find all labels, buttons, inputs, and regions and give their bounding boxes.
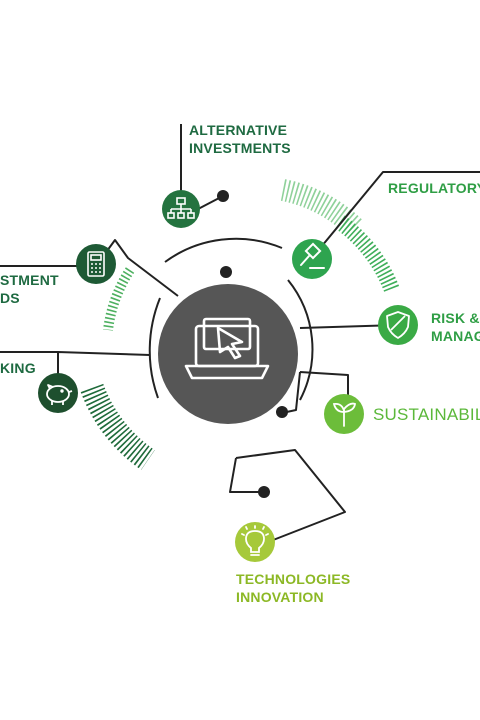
label-risk-management: RISK & MANAG: [431, 309, 480, 345]
label-alternative-investments: ALTERNATIVE INVESTMENTS: [189, 121, 291, 157]
hatch-band-top-right: [280, 179, 363, 237]
label-line: TECHNOLOGIES: [236, 571, 351, 587]
node-investment-funds[interactable]: [76, 244, 116, 284]
label-line: KING: [0, 360, 36, 376]
org-chart-icon: [167, 197, 195, 219]
inner-arc-top: [164, 237, 283, 263]
inner-arc-right: [287, 279, 314, 401]
label-line: INVESTMENTS: [189, 140, 291, 156]
laptop-cursor-icon: [184, 317, 270, 380]
hatch-band-left-lower: [80, 383, 156, 470]
label-line: REGULATORY: [388, 180, 480, 196]
connector-regulatory: [311, 171, 480, 259]
calculator-icon: [87, 251, 105, 277]
label-line: ALTERNATIVE: [189, 122, 288, 138]
dot-alternative: [217, 190, 229, 202]
label-line: INNOVATION: [236, 589, 324, 605]
label-line: STMENT: [0, 272, 59, 288]
piggy-bank-icon: [46, 384, 73, 405]
gavel-icon: [300, 242, 325, 269]
label-line: MANAG: [431, 328, 480, 344]
label-investment-funds: STMENT DS: [0, 271, 59, 307]
center-hub: [158, 284, 298, 424]
node-alternative-investments[interactable]: [162, 190, 200, 228]
node-risk-management[interactable]: [378, 305, 418, 345]
node-sustainability[interactable]: [324, 394, 364, 434]
dot-center-bottom: [276, 406, 288, 418]
hatch-band-left-upper: [103, 267, 135, 331]
label-line: SUSTAINABIL: [373, 405, 480, 424]
label-banking: KING: [0, 359, 36, 377]
lightbulb-icon: [241, 525, 269, 556]
label-sustainability: SUSTAINABIL: [373, 405, 480, 425]
node-banking[interactable]: [38, 373, 78, 413]
label-technologies-innovation: TECHNOLOGIES INNOVATION: [236, 570, 350, 606]
inner-arc-left: [148, 297, 161, 399]
connector-technologies: [229, 449, 346, 543]
dot-center-top: [220, 266, 232, 278]
label-regulatory: REGULATORY: [388, 179, 480, 197]
shield-icon: [386, 311, 410, 339]
hatch-band-right: [335, 215, 400, 294]
label-line: DS: [0, 290, 20, 306]
dot-technologies: [258, 486, 270, 498]
node-technologies-innovation[interactable]: [235, 522, 275, 562]
node-regulatory[interactable]: [292, 239, 332, 279]
sprout-icon: [332, 402, 356, 427]
label-line: RISK &: [431, 310, 480, 326]
